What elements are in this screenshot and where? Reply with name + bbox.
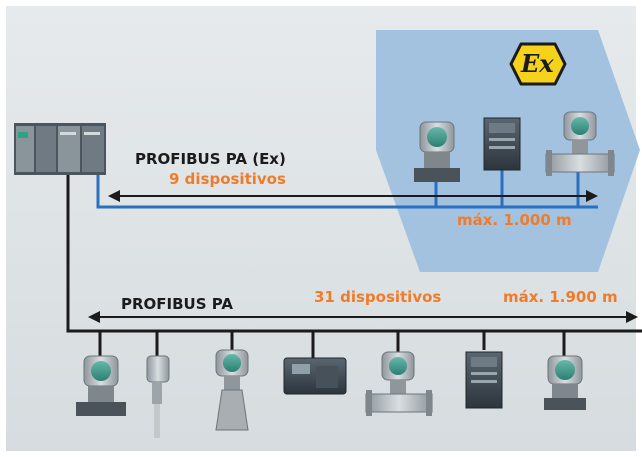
profibus-pa-ex-label: PROFIBUS PA (Ex) <box>135 150 286 168</box>
pa-device-positioner <box>283 357 347 395</box>
ex-badge-label: Ex <box>521 49 554 78</box>
ex-device-remote-io <box>483 117 521 171</box>
pa-range-arrow <box>88 311 638 323</box>
ex-device-flowmeter <box>545 111 615 176</box>
ex-range-arrow <box>108 190 598 202</box>
profibus-pa-label: PROFIBUS PA <box>121 295 233 313</box>
ex-max-length: máx. 1.000 m <box>457 211 572 229</box>
pa-device-flowmeter <box>365 351 433 416</box>
pa-max-length: máx. 1.900 m <box>503 288 618 306</box>
pa-device-pressure-transmitter-2 <box>544 355 586 410</box>
plc-controller <box>14 123 106 175</box>
profibus-pa-bus <box>66 175 642 358</box>
ex-device-pressure-transmitter <box>414 121 460 182</box>
pa-device-radar-level <box>215 349 249 431</box>
ex-warning-icon <box>509 42 567 86</box>
pa-device-remote-io <box>465 351 503 409</box>
pa-device-pressure-transmitter <box>76 355 126 416</box>
pa-device-temperature-probe <box>146 355 170 438</box>
pa-device-count: 31 dispositivos <box>314 288 442 306</box>
ex-device-count: 9 dispositivos <box>169 170 286 188</box>
